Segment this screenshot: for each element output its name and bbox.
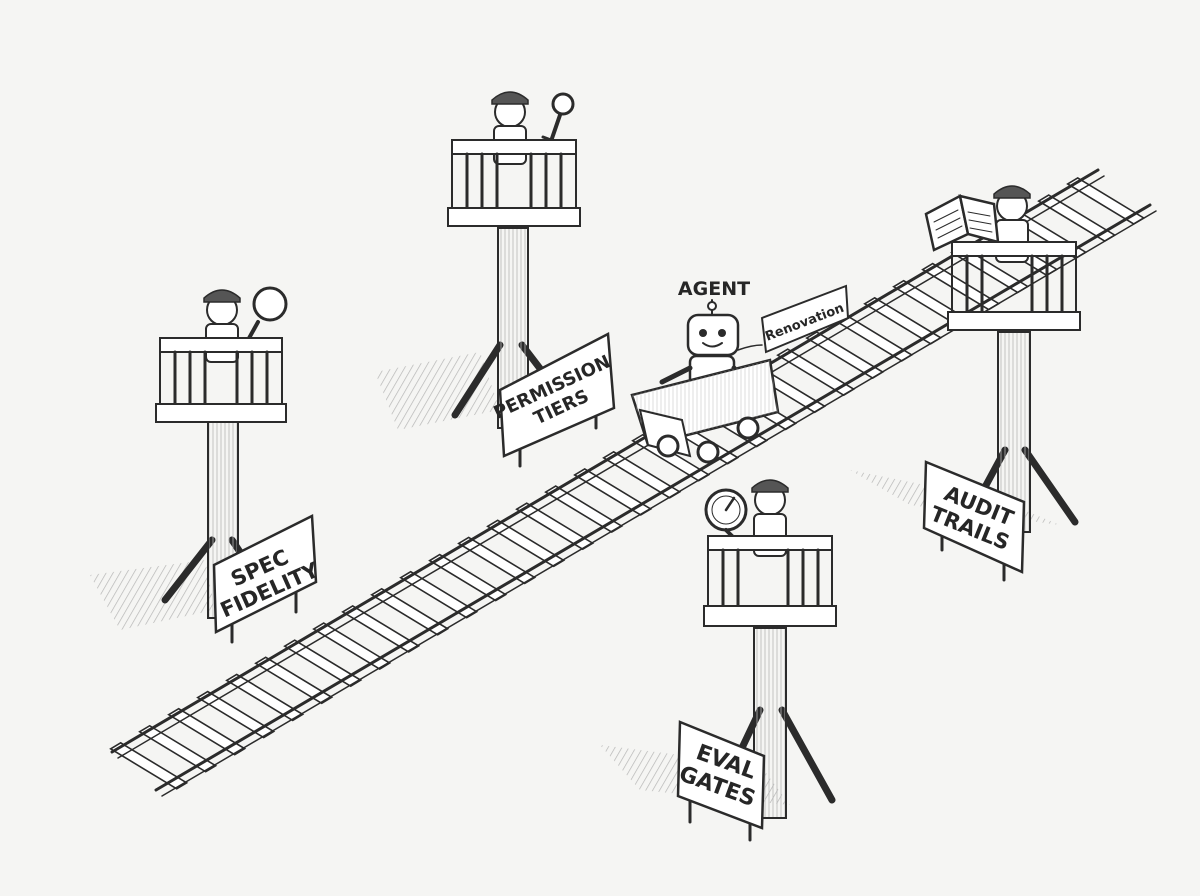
cage-bars — [965, 254, 1064, 316]
cart-wheel — [656, 434, 680, 458]
railroad-tie — [167, 707, 247, 756]
cage-top-rail — [451, 139, 577, 155]
tower-brace-right — [778, 706, 836, 804]
guard-cap — [993, 185, 1031, 199]
cage-bars — [721, 548, 820, 610]
sign-board — [212, 514, 318, 634]
railroad-tie — [370, 587, 450, 636]
cage-bars — [465, 152, 563, 212]
guard-cap — [203, 289, 241, 303]
cart-wheel — [696, 440, 720, 464]
railroad-tie — [312, 622, 392, 670]
cage-base — [155, 403, 287, 423]
sign-board — [676, 720, 766, 830]
railroad-tie — [341, 604, 421, 653]
magnifying-glass-icon — [246, 286, 288, 342]
cage-bars — [173, 350, 269, 408]
cage-base — [703, 605, 837, 627]
cage-top-rail — [707, 535, 833, 551]
robot-eye-left — [699, 329, 707, 337]
cage-base — [947, 311, 1081, 331]
robot-arm-left — [659, 365, 693, 385]
railway-track — [109, 168, 1157, 797]
gauge-icon — [704, 488, 748, 544]
sign-board — [922, 460, 1026, 574]
railroad-tie — [109, 741, 189, 790]
sign-board — [498, 332, 616, 458]
robot-eye-right — [718, 329, 726, 337]
railroad-ties — [109, 177, 1146, 790]
robot-antenna-tip — [707, 301, 717, 311]
cage-top-rail — [159, 337, 283, 353]
tower-brace-right — [1021, 446, 1079, 526]
rail-right — [154, 203, 1152, 792]
rail-left-inner — [117, 175, 1105, 759]
tag-wire — [737, 344, 763, 351]
renovation-tag — [760, 284, 850, 354]
agent-label: AGENT — [678, 278, 750, 300]
railroad-tie — [399, 570, 479, 619]
rail-left — [110, 168, 1100, 754]
railroad-tie — [254, 656, 334, 705]
robot-head — [686, 313, 740, 357]
guard-cap — [491, 91, 529, 105]
tower-brace-left — [161, 536, 216, 604]
guard-cap — [751, 479, 789, 493]
agent-mine-cart: AGENT Renovation — [630, 278, 850, 464]
tower-shadow — [375, 352, 500, 430]
cage-top-rail — [951, 241, 1077, 257]
railroad-tie — [283, 639, 363, 688]
cart-wheel — [736, 416, 760, 440]
tower-audit-trails: AUDIT TRAILS — [850, 185, 1081, 582]
cage-base — [447, 207, 581, 227]
tower-brace-left — [451, 341, 504, 419]
railroad-tie — [225, 673, 305, 722]
railroad-tie — [196, 690, 276, 739]
tower-eval-gates: EVAL GATES — [600, 479, 837, 842]
railroad-tie — [138, 724, 218, 773]
tower-permission-tiers: PERMISSION TIERS — [375, 91, 616, 468]
robot-smile — [702, 342, 723, 348]
rail-right-inner — [161, 210, 1157, 797]
